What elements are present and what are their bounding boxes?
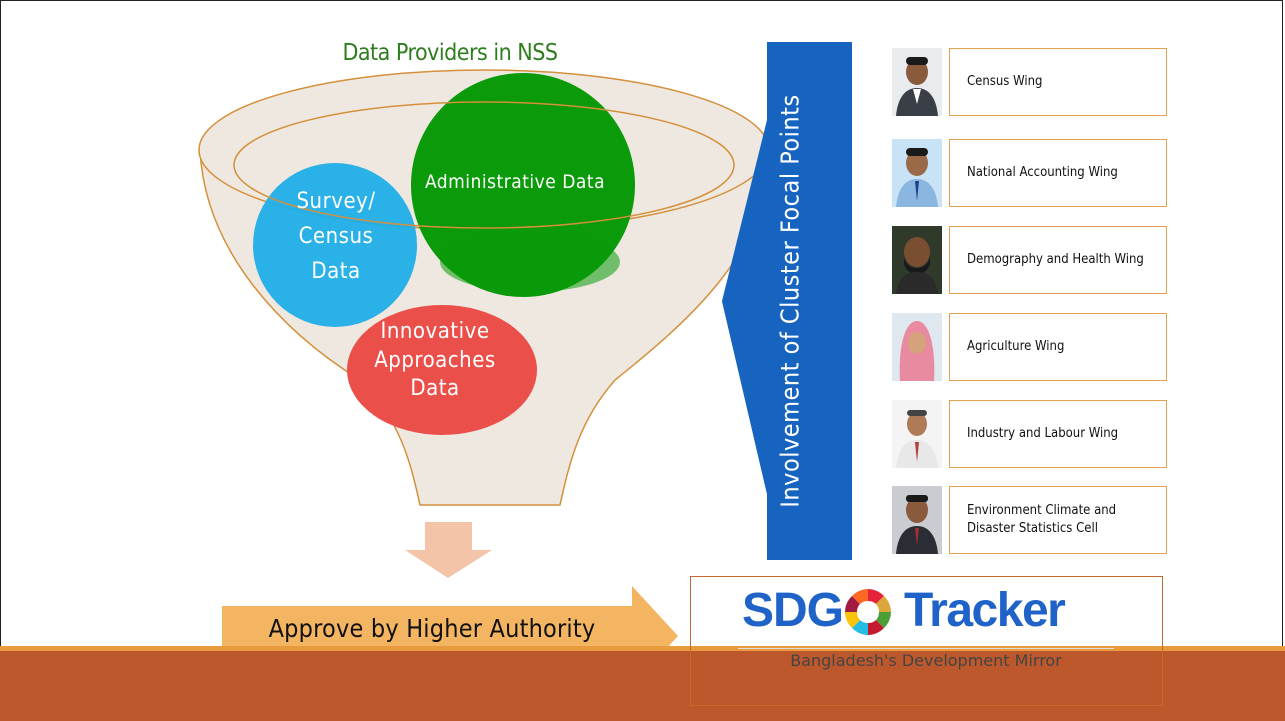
administrative-text: Administrative Data: [424, 171, 606, 193]
wing-label: Agriculture Wing: [967, 339, 1065, 355]
wing-box: [949, 226, 1167, 294]
wing-label: Census Wing: [967, 74, 1043, 90]
survey-circle: [253, 163, 417, 327]
wing-demography-health: Demography and Health Wing: [892, 226, 1167, 294]
innovative-line-2: Approaches: [374, 347, 496, 373]
wing-census: Census Wing: [892, 48, 1167, 116]
innovative-circle: [347, 305, 537, 435]
wing-label: National Accounting Wing: [967, 165, 1118, 181]
wing-national-accounting: National Accounting Wing: [892, 139, 1167, 207]
sdg-tagline: Bangladesh's Development Mirror: [738, 648, 1114, 670]
footer-accent-line: [0, 646, 1285, 651]
wing-industry-labour: Industry and Labour Wing: [892, 400, 1167, 468]
wing-box: [949, 313, 1167, 381]
vertical-arrow-label: Involvement of Cluster Focal Points: [775, 94, 805, 508]
person-photo-icon: [892, 313, 942, 381]
person-photo-icon: [892, 139, 942, 207]
wing-box: [949, 486, 1167, 554]
wing-box: [949, 400, 1167, 468]
innovative-line-3: Data: [410, 376, 460, 402]
survey-line-3: Data: [311, 259, 361, 285]
survey-label: Survey/ Census Data: [268, 184, 404, 290]
sdg-logo-word: SDG: [742, 584, 844, 637]
sdg-wheel-icon: [845, 589, 891, 635]
innovative-label: Innovative Approaches Data: [340, 318, 530, 404]
survey-line-2: Census: [298, 224, 374, 250]
wing-environment-climate: Environment Climate and Disaster Statist…: [892, 486, 1167, 554]
person-photo-icon: [892, 486, 942, 554]
innovative-line-1: Innovative: [380, 319, 490, 344]
wing-box: [949, 139, 1167, 207]
person-photo-icon: [892, 400, 942, 468]
blue-left-arrow-inner: [767, 42, 852, 560]
person-photo-icon: [892, 226, 942, 294]
blue-arrow-head: [722, 120, 767, 494]
person-photo-icon: [892, 48, 942, 116]
sdg-tracker-box: [690, 576, 1163, 706]
survey-line-1: Survey/: [296, 189, 376, 214]
footer-bar: [0, 651, 1285, 721]
wing-box: [949, 48, 1167, 116]
administrative-label: Administrative Data: [410, 170, 620, 196]
wing-label: Demography and Health Wing: [967, 252, 1144, 268]
wing-agriculture: Agriculture Wing: [892, 313, 1167, 381]
wing-label: Environment Climate and Disaster Statist…: [967, 503, 1117, 536]
down-arrow: [405, 522, 492, 578]
diagram-title: Data Providers in NSS: [342, 40, 558, 66]
approve-label: Approve by Higher Authority: [268, 614, 596, 643]
tracker-logo-word: Tracker: [904, 584, 1066, 637]
administrative-shadow: [440, 232, 620, 292]
wing-label: Industry and Labour Wing: [967, 426, 1119, 442]
inner-rim: [233, 101, 735, 229]
